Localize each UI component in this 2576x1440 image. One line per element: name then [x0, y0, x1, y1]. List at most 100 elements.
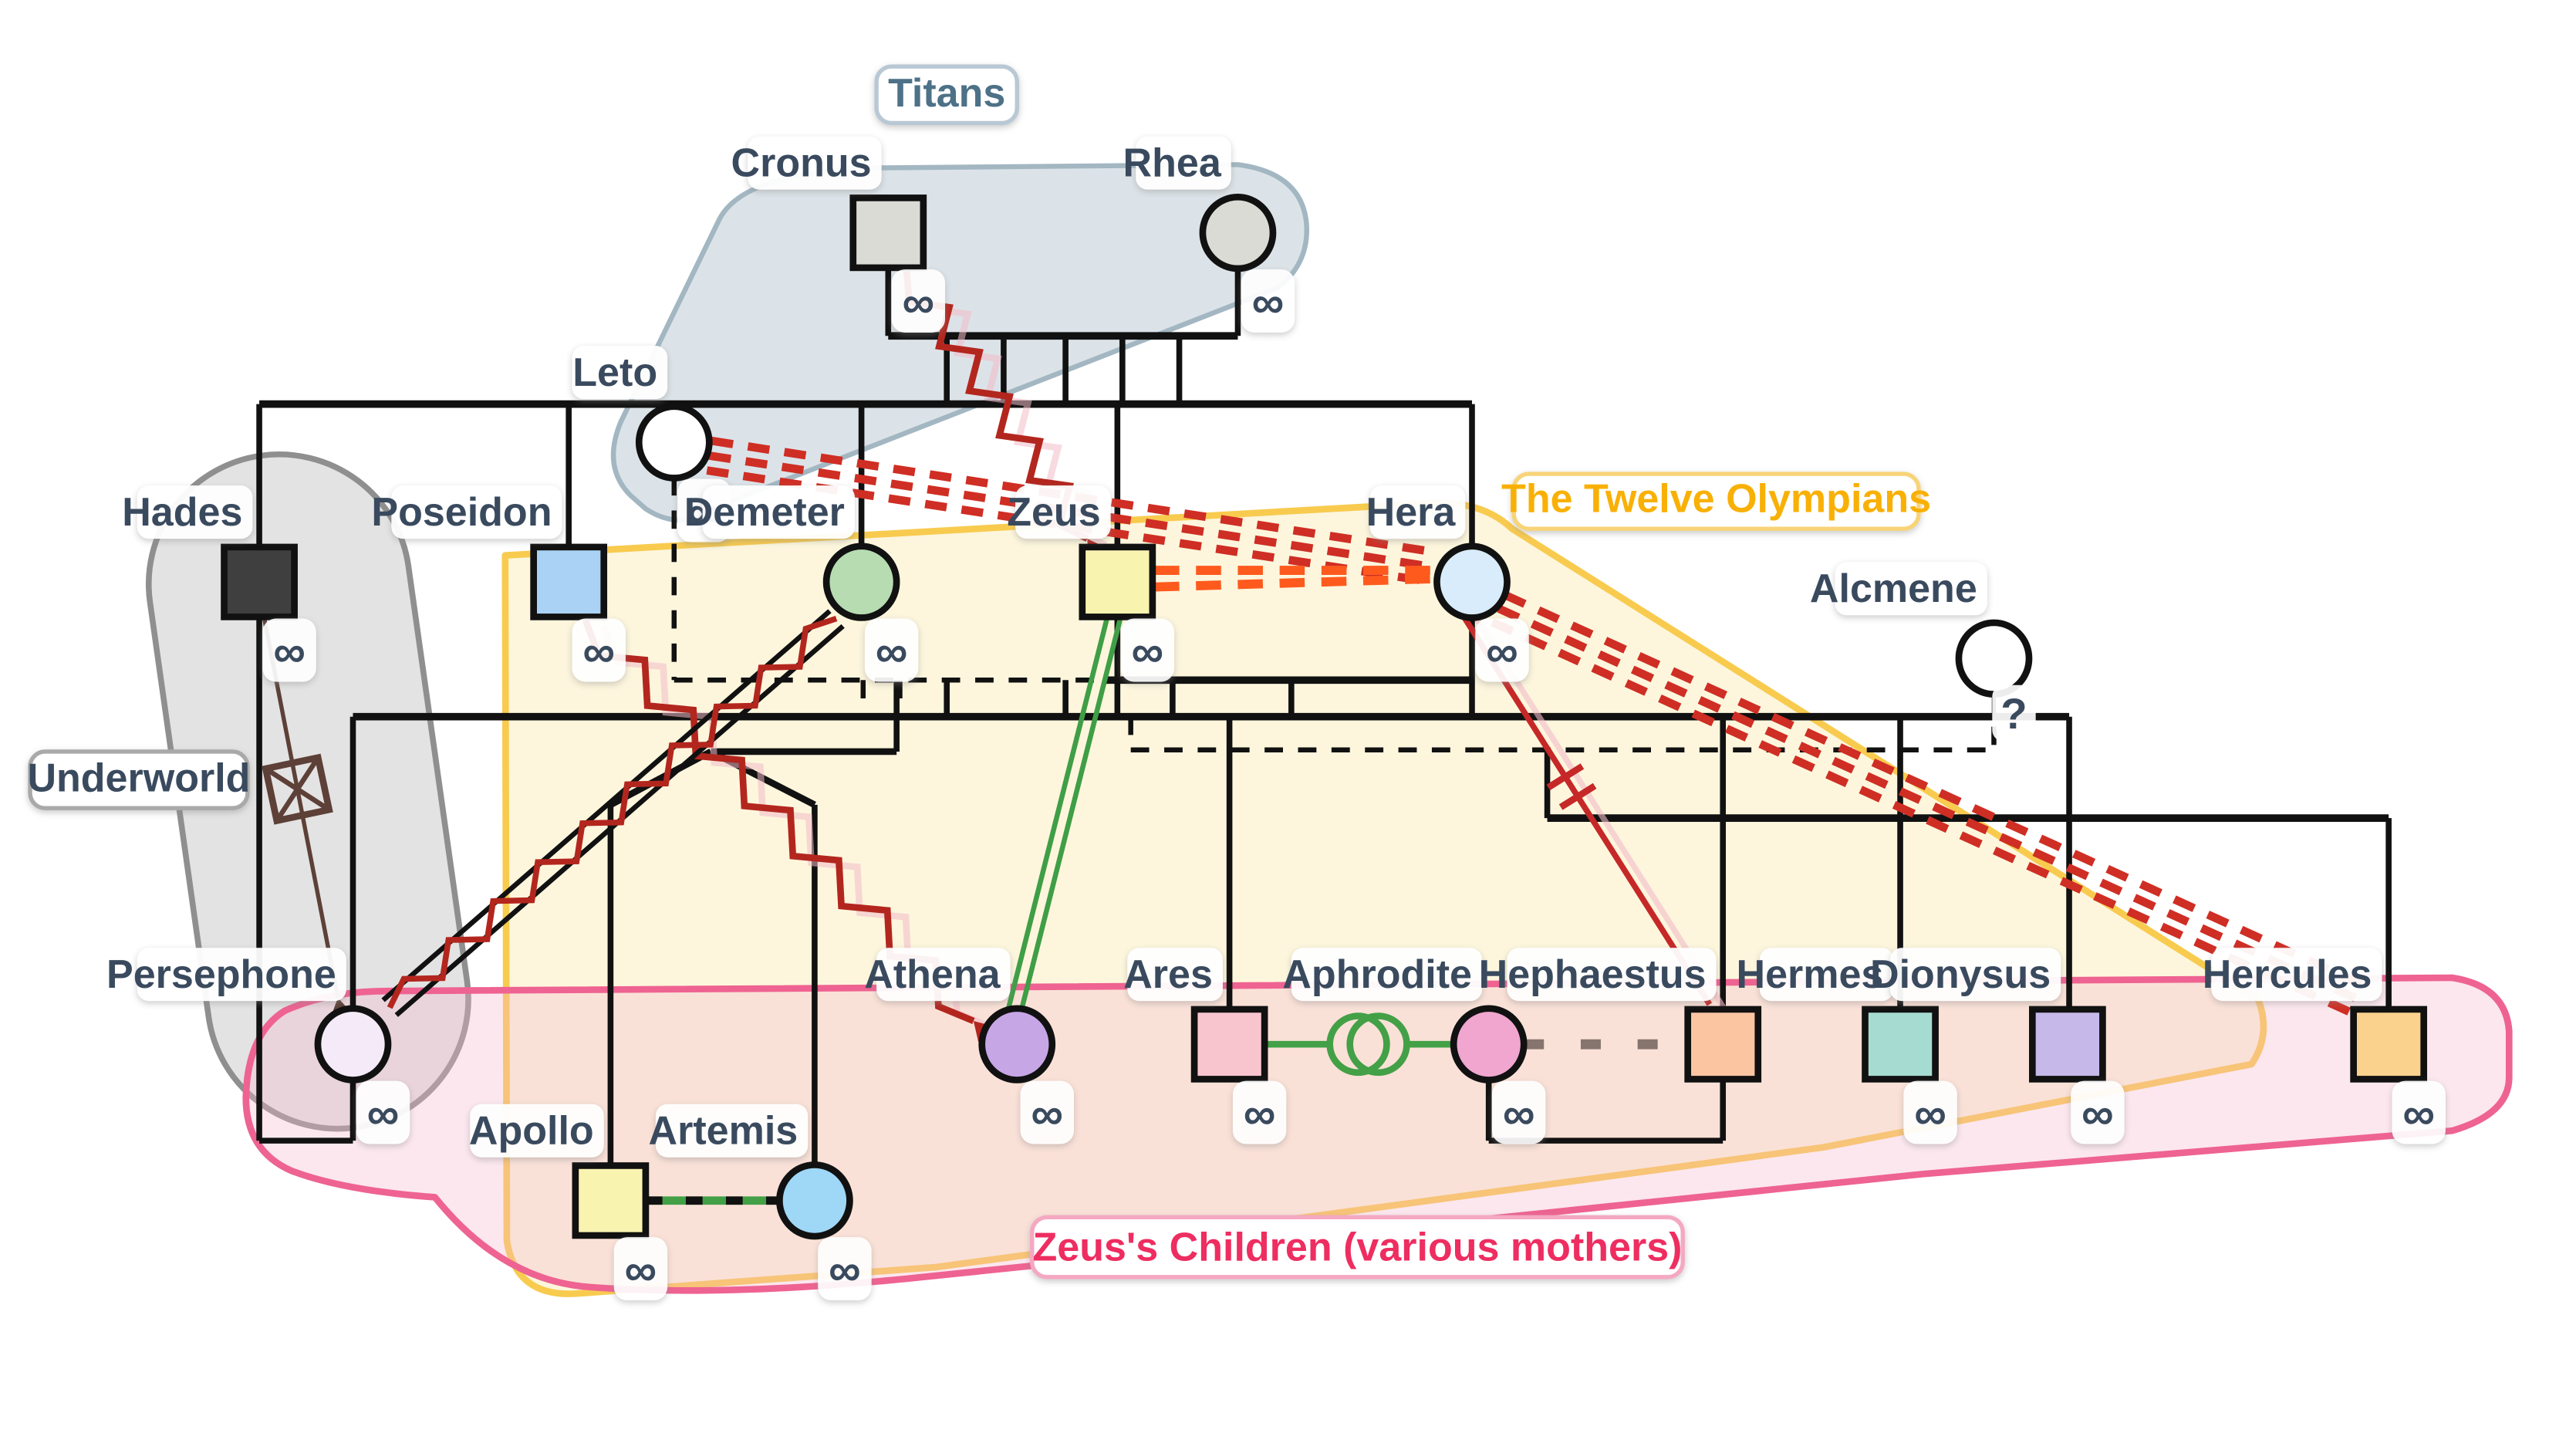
node-rhea[interactable]: [1199, 194, 1277, 272]
cutoff-tick: [1546, 763, 1585, 791]
marriage-symbol-artemis: ∞: [829, 1246, 861, 1296]
marriage-symbol-bg: [2392, 1080, 2446, 1144]
name-label-poseidon: Poseidon: [371, 489, 552, 534]
edge-caught-demeter-persephone: [381, 609, 845, 1017]
name-label-bg: [1835, 562, 1987, 616]
node-demeter[interactable]: [822, 543, 900, 621]
region-label-titans: Titans: [888, 70, 1005, 115]
name-label-apollo: Apollo: [469, 1108, 594, 1153]
cutoff-tick: [1558, 783, 1597, 810]
node-leto[interactable]: [635, 403, 713, 482]
name-label-artemis: Artemis: [649, 1108, 798, 1153]
region-label-box-titans: [874, 64, 1019, 126]
marriage-symbol-bg: [2071, 1080, 2125, 1144]
name-label-bg: [470, 1104, 604, 1158]
uncertain-symbol-bg: [1992, 685, 2036, 742]
name-label-hephaestus: Hephaestus: [1479, 952, 1707, 996]
name-label-hades: Hades: [122, 489, 242, 534]
marriage-symbol-bg: [613, 1237, 668, 1301]
name-label-bg: [391, 485, 562, 539]
edge-birth-zeus-athena: [1006, 616, 1123, 1009]
marriage-symbol-hades: ∞: [273, 627, 306, 677]
marriage-symbol-dionysus: ∞: [2081, 1089, 2114, 1139]
marriage-symbol-hermes: ∞: [1914, 1089, 1946, 1139]
edge-hostility-hera-hercules: [1491, 591, 2370, 1019]
name-label-bg: [137, 948, 346, 1002]
node-ares[interactable]: [1190, 1006, 1268, 1083]
node-athena[interactable]: [978, 1005, 1056, 1083]
name-label-bg: [1127, 948, 1223, 1002]
caught-rail: [381, 609, 832, 1002]
name-label-bg: [655, 1104, 809, 1158]
name-label-athena: Athena: [864, 952, 1001, 996]
name-label-bg: [572, 346, 668, 400]
marriage-symbol-bg: [1020, 1080, 1074, 1144]
node-dionysus[interactable]: [2029, 1006, 2106, 1083]
node-hephaestus[interactable]: [1684, 1006, 1762, 1083]
name-label-persephone: Persephone: [106, 952, 336, 996]
marriage-symbol-rhea: ∞: [1252, 278, 1285, 328]
marriage-symbol-apollo: ∞: [625, 1246, 657, 1296]
marriage-symbol-bg: [572, 618, 626, 682]
name-label-bg: [748, 136, 882, 190]
node-hera[interactable]: [1433, 543, 1511, 621]
node-hermes[interactable]: [1862, 1006, 1939, 1083]
divorce-dashed-line: [1153, 573, 1436, 592]
marriage-symbol-athena: ∞: [1031, 1089, 1063, 1139]
name-label-bg: [1890, 948, 2061, 1002]
name-label-zeus: Zeus: [1007, 489, 1100, 534]
node-aphrodite[interactable]: [1450, 1005, 1528, 1083]
node-apollo[interactable]: [572, 1162, 650, 1239]
hostility-dashed-line: [1503, 591, 2370, 992]
marriage-symbol-bg: [818, 1237, 872, 1301]
region-label-box-olympians: [1511, 472, 1921, 531]
node-hercules[interactable]: [2350, 1006, 2428, 1083]
marriage-symbol-aphrodite: ∞: [1503, 1089, 1535, 1139]
marriage-symbol-bg: [1475, 618, 1529, 682]
uncertain-symbol-alcmene: ?: [2000, 689, 2027, 738]
name-label-bg: [2211, 948, 2382, 1002]
region-label-zeus_children: Zeus's Children (various mothers): [1032, 1224, 1682, 1269]
region-label-box-zeus_children: [1030, 1215, 1685, 1279]
hostility-dashed-line: [711, 436, 1437, 556]
region-label-underworld: Underworld: [27, 755, 250, 800]
marriage-symbol-zeus: ∞: [1132, 627, 1164, 677]
affair-ring-icon: [1326, 1012, 1390, 1077]
marriage-symbol-demeter: ∞: [876, 627, 908, 677]
marriage-symbol-bg: [1492, 1080, 1546, 1144]
name-label-bg: [1507, 948, 1717, 1002]
name-label-bg: [1369, 485, 1466, 539]
name-label-bg: [1015, 485, 1111, 539]
name-label-hercules: Hercules: [2203, 952, 2372, 996]
name-label-hera: Hera: [1366, 489, 1457, 534]
node-zeus[interactable]: [1079, 543, 1156, 620]
region-label-olympians: The Twelve Olympians: [1501, 476, 1931, 521]
affair-ring-icon: [1346, 1012, 1410, 1077]
edge-affair-ares-aphrodite: [1264, 1012, 1454, 1077]
marriage-symbol-bg: [1241, 269, 1295, 333]
node-persephone[interactable]: [314, 1005, 392, 1083]
name-label-demeter: Demeter: [684, 489, 845, 534]
node-alcmene[interactable]: [1955, 619, 2033, 698]
name-label-bg: [876, 948, 1011, 1002]
node-hades[interactable]: [221, 543, 298, 620]
name-label-dionysus: Dionysus: [1870, 952, 2051, 996]
marriage-symbol-cronus: ∞: [902, 278, 934, 328]
hostility-dashed-line: [1491, 618, 2358, 1019]
node-poseidon[interactable]: [530, 543, 608, 620]
name-label-ares: Ares: [1123, 952, 1213, 996]
node-cronus[interactable]: [849, 194, 927, 272]
name-label-bg: [1759, 948, 1894, 1002]
marriage-symbol-bg: [891, 269, 946, 333]
marriage-symbol-bg: [262, 618, 316, 682]
marriage-symbol-bg: [864, 618, 919, 682]
marriage-symbol-bg: [356, 1080, 410, 1144]
marriage-symbol-poseidon: ∞: [582, 627, 615, 677]
marriage-symbol-hera: ∞: [1486, 627, 1518, 677]
name-label-bg: [702, 485, 855, 539]
marriage-symbol-bg: [1903, 1080, 1957, 1144]
node-artemis[interactable]: [776, 1161, 853, 1240]
marriage-symbol-bg: [1120, 618, 1175, 682]
